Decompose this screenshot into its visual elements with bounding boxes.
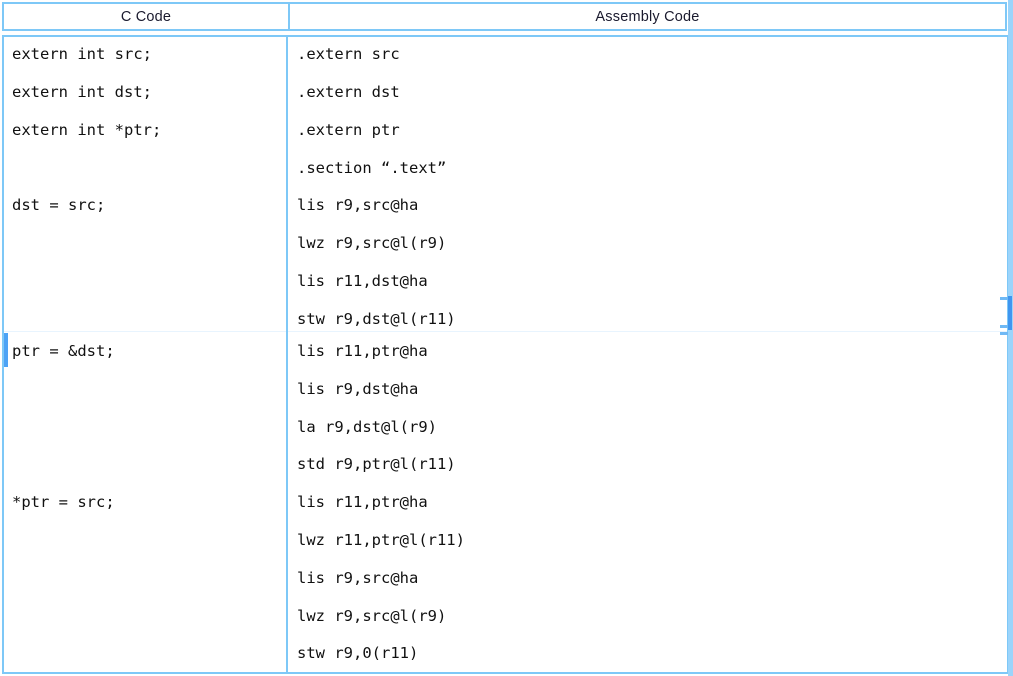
- assembly-code-line: lis r9,src@ha: [297, 569, 419, 587]
- assembly-code-line: std r9,ptr@l(r11): [297, 455, 456, 473]
- c-code-line: *ptr = src;: [12, 493, 115, 511]
- assembly-code-line: lis r9,src@ha: [297, 196, 419, 214]
- c-code-line: extern int dst;: [12, 83, 152, 101]
- assembly-code-line: lwz r9,src@l(r9): [297, 234, 447, 252]
- assembly-code-line: .section “.text”: [297, 159, 447, 177]
- assembly-code-line: lwz r9,src@l(r9): [297, 607, 447, 625]
- assembly-code-line: la r9,dst@l(r9): [297, 418, 437, 436]
- c-code-column: extern int src; extern int dst; extern int…: [4, 37, 288, 672]
- scrollbar-tick-bottom: [1000, 332, 1008, 335]
- scrollbar-tick-top: [1000, 297, 1008, 300]
- assembly-code-line: lis r11,ptr@ha: [297, 493, 428, 511]
- row-separator: [288, 331, 1007, 332]
- assembly-code-line: stw r9,dst@l(r11): [297, 310, 456, 328]
- left-edge-marker: [4, 333, 8, 367]
- column-header-assembly-code: Assembly Code: [595, 8, 700, 25]
- assembly-code-line: lis r11,ptr@ha: [297, 342, 428, 360]
- assembly-code-line: .extern dst: [297, 83, 400, 101]
- c-code-line: extern int *ptr;: [12, 121, 162, 139]
- vertical-scrollbar-thumb[interactable]: [1008, 296, 1012, 330]
- table-header-row: C Code Assembly Code: [2, 2, 1007, 31]
- assembly-code-line: lis r9,dst@ha: [297, 380, 419, 398]
- assembly-code-line: lwz r11,ptr@l(r11): [297, 531, 465, 549]
- row-separator: [4, 331, 286, 332]
- assembly-code-line: lis r11,dst@ha: [297, 272, 428, 290]
- table-body: extern int src; extern int dst; extern int…: [2, 35, 1009, 674]
- assembly-code-line: stw r9,0(r11): [297, 644, 419, 662]
- c-code-line: dst = src;: [12, 196, 106, 214]
- assembly-code-line: .extern ptr: [297, 121, 400, 139]
- vertical-scrollbar-track[interactable]: [1008, 0, 1013, 676]
- c-code-line: ptr = &dst;: [12, 342, 115, 360]
- assembly-code-column: .extern src .extern dst .extern ptr .sectio…: [288, 37, 1007, 672]
- assembly-code-line: .extern src: [297, 45, 400, 63]
- c-code-line: extern int src;: [12, 45, 152, 63]
- column-header-c-code: C Code: [4, 4, 290, 29]
- scrollbar-tick-middle: [1000, 325, 1008, 328]
